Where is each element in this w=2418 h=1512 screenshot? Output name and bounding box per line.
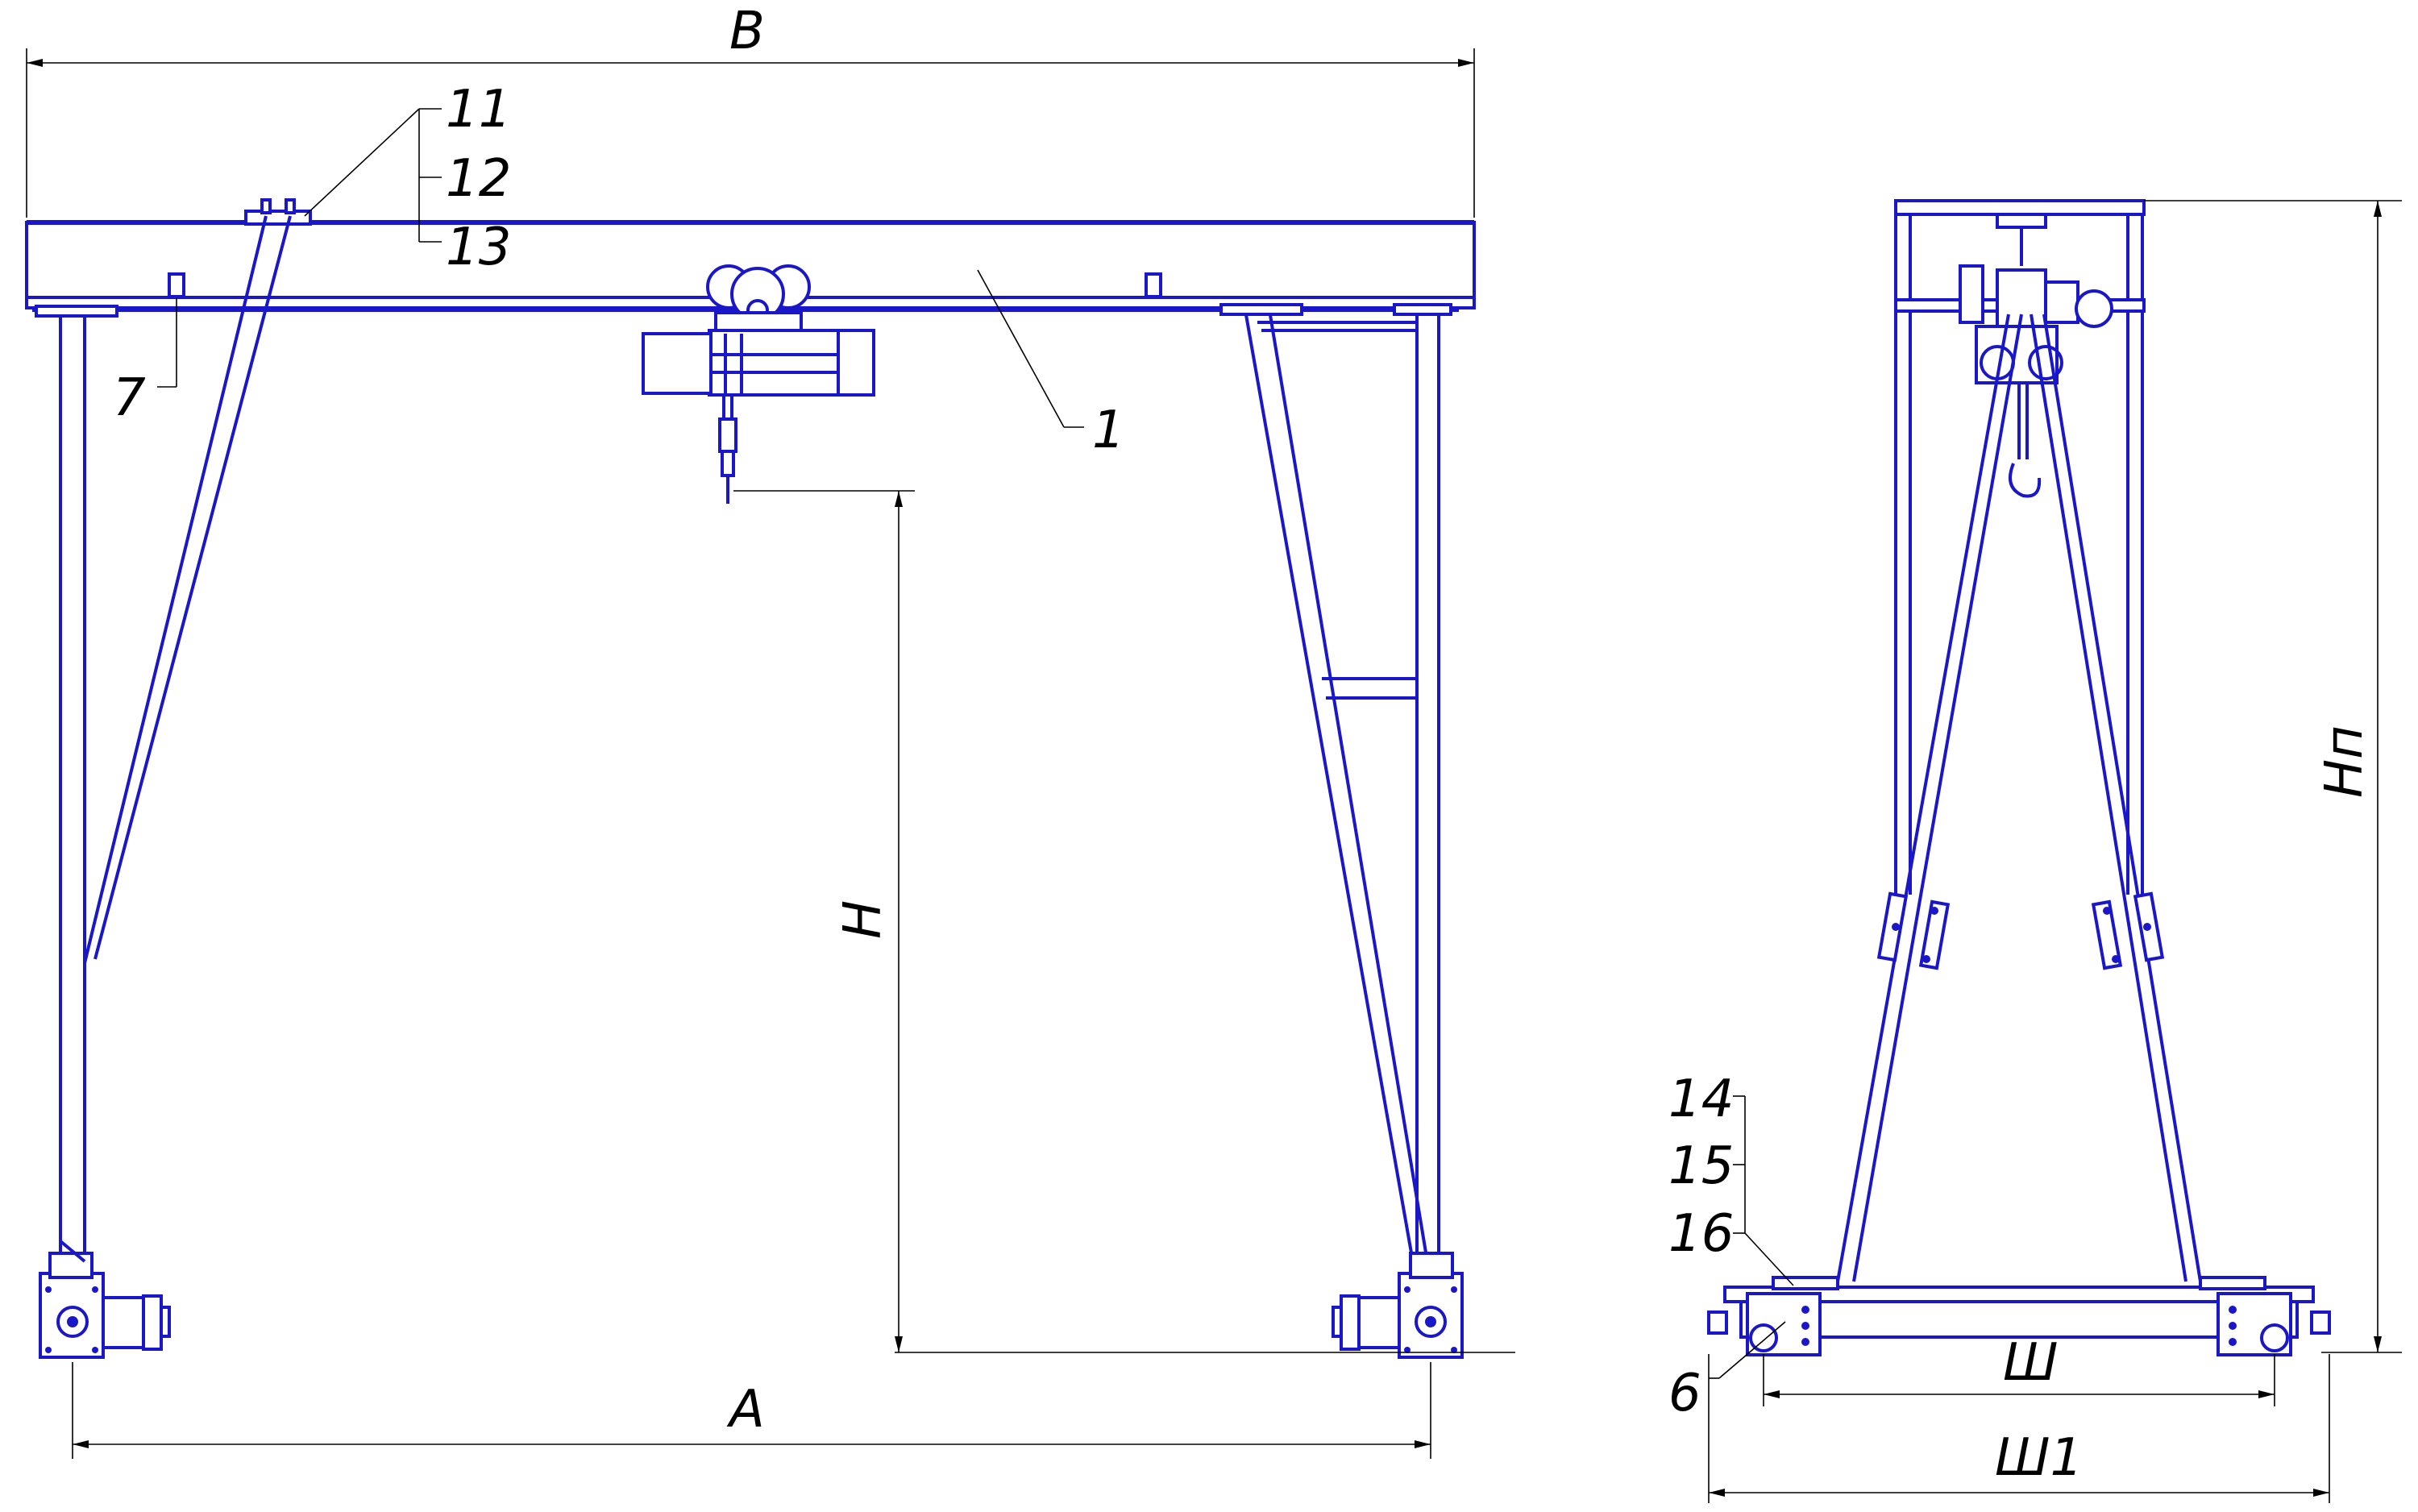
top-fitting bbox=[244, 210, 312, 226]
side-dimensions: Hп Ш Ш1 14 15 16 6 bbox=[1668, 200, 2402, 1503]
callout-11: 11 bbox=[446, 80, 511, 139]
girder-clip-left bbox=[168, 272, 185, 298]
dim-label-b: B bbox=[729, 2, 765, 61]
side-view bbox=[1707, 199, 2331, 1356]
callout-1: 1 bbox=[1092, 401, 1125, 460]
side-hoist bbox=[1894, 213, 2146, 498]
callout-6: 6 bbox=[1668, 1364, 1701, 1423]
callout-7: 7 bbox=[113, 368, 146, 428]
callout-12: 12 bbox=[446, 149, 511, 209]
side-base bbox=[1707, 1276, 2331, 1356]
dim-label-sh1: Ш1 bbox=[1995, 1428, 2083, 1488]
dim-label-sh: Ш bbox=[2003, 1333, 2058, 1393]
dim-label-h: H bbox=[833, 900, 893, 939]
dim-label-hp: Hп bbox=[2315, 725, 2374, 798]
side-top-beam bbox=[1894, 199, 2146, 216]
right-end-carriage bbox=[1332, 1252, 1464, 1359]
right-leg bbox=[1219, 303, 1452, 1261]
left-leg bbox=[35, 215, 292, 1261]
callout-16: 16 bbox=[1668, 1204, 1734, 1264]
electric-hoist bbox=[642, 264, 875, 504]
dim-label-a: A bbox=[726, 1380, 765, 1439]
callout-14: 14 bbox=[1668, 1070, 1734, 1129]
front-dimensions: B A H 1 7 11 12 13 bbox=[26, 2, 1515, 1459]
girder-clip-right bbox=[1145, 272, 1162, 298]
callout-13: 13 bbox=[446, 218, 511, 277]
front-view bbox=[25, 198, 1476, 1359]
left-end-carriage bbox=[39, 1240, 171, 1359]
callout-15: 15 bbox=[1668, 1136, 1734, 1196]
